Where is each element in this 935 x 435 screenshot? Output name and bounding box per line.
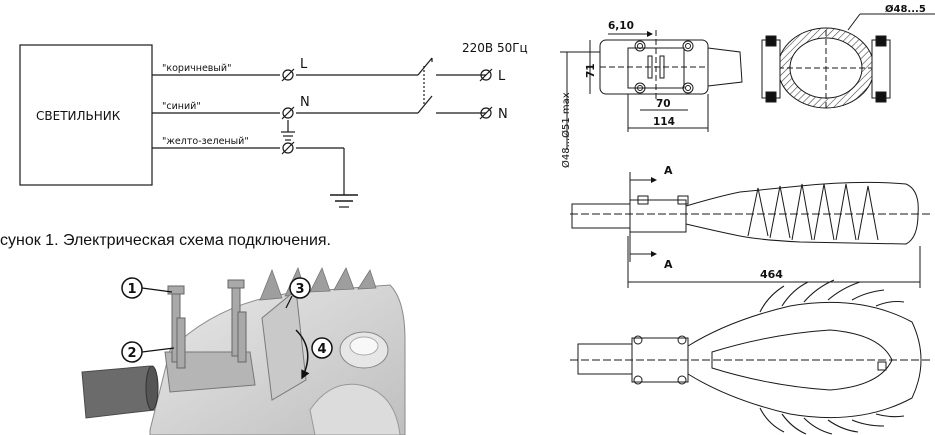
terminal-symbol (281, 141, 295, 155)
dim-total-length: 464 (760, 268, 783, 281)
callout-4: 4 (317, 342, 326, 357)
dim-clamp-length: 114 (653, 116, 675, 128)
dim-hole-spacing: 70 (656, 98, 671, 110)
terminal-symbol (281, 68, 295, 82)
dim-bracket-width: 6,10 (608, 20, 634, 32)
assembly-photo: 1 2 3 4 (78, 266, 408, 435)
section-mark-bottom: A (664, 258, 673, 271)
terminal-symbol (479, 68, 493, 82)
dim-pipe-diameter: Ø48...5 (885, 3, 926, 15)
phase-label: L (300, 57, 308, 72)
dim-height: 71 (585, 63, 597, 78)
wiring-diagram (19, 44, 493, 208)
neutral-label: N (300, 95, 310, 110)
luminaire-top-view: ​ (570, 279, 930, 435)
diagram-caption: сунок 1. Электрическая схема подключения… (0, 232, 331, 249)
terminal-symbol (281, 106, 295, 120)
wire-blue-label: "синий" (162, 101, 201, 112)
supply-phase-label: L (498, 69, 506, 84)
luminaire-side-view (570, 172, 930, 288)
callout-1: 1 (127, 282, 136, 297)
callout-3: 3 (295, 282, 304, 297)
pipe-cross-section (761, 13, 935, 109)
luminaire-box (19, 44, 153, 186)
supply-neutral-label: N (498, 107, 508, 122)
dim-pipe-range: Ø48...Ø51 max (560, 92, 572, 168)
clamp-top-view (560, 30, 743, 150)
wire-ground-label: "желто-зеленый" (162, 136, 249, 147)
section-mark-top: A (664, 164, 673, 177)
technical-drawing: 6,10 70 114 71 Ø48...Ø51 max Ø48...5 (560, 3, 935, 435)
terminal-symbol (479, 106, 493, 120)
wire-brown-label: "коричневый" (162, 63, 231, 74)
luminaire-label: СВЕТИЛЬНИК (36, 109, 121, 123)
callout-2: 2 (127, 346, 136, 361)
supply-label: 220В 50Гц (462, 41, 528, 55)
